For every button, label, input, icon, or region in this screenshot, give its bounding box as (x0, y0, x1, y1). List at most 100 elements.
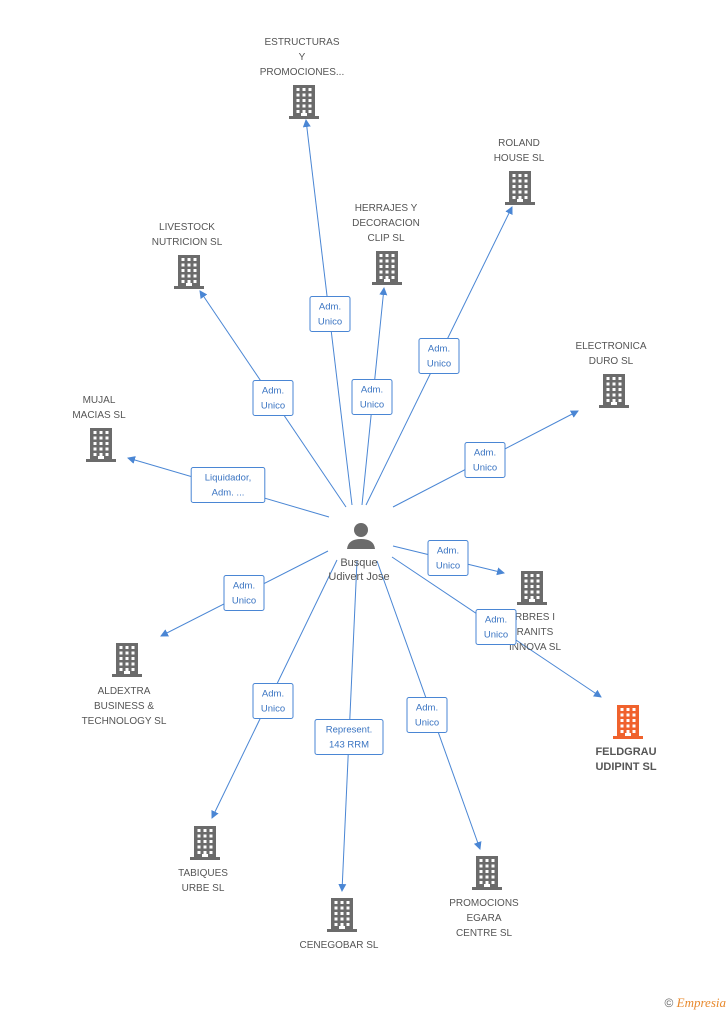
edge-label-text: Adm. (485, 615, 507, 626)
edge-label-text: Liquidador, (205, 473, 251, 484)
company-name: TECHNOLOGY SL (82, 716, 167, 727)
company-node-feldgrau[interactable]: FELDGRAU UDIPINT SL (595, 705, 657, 773)
edge-label-text: Adm. (474, 448, 496, 459)
edge-label-box (418, 338, 460, 374)
building-icon (327, 898, 357, 932)
company-name: LIVESTOCK (159, 222, 215, 233)
company-name: RBRES I (515, 612, 555, 623)
edge-label-box (314, 719, 384, 755)
company-name: PROMOCIONS (449, 898, 519, 909)
building-icon (372, 251, 402, 285)
company-name: CENTRE SL (456, 928, 513, 939)
edge-label-electronica[interactable]: Adm. Unico (464, 442, 506, 478)
edge-label-text: Adm. (233, 581, 255, 592)
copyright-symbol: © (664, 996, 674, 1010)
edge-label-marbres[interactable]: Adm. Unico (427, 540, 469, 576)
edge-label-text: Unico (427, 359, 451, 370)
edge-label-text: Unico (473, 463, 497, 474)
edge-label-box (252, 683, 294, 719)
person-icon (347, 523, 375, 549)
building-icon (86, 428, 116, 462)
edge-label-box (252, 380, 294, 416)
company-node-herrajes[interactable]: HERRAJES Y DECORACION CLIP SL (352, 203, 420, 285)
edge-label-aldextra[interactable]: Adm. Unico (223, 575, 265, 611)
building-icon (505, 171, 535, 205)
company-node-aldextra[interactable]: ALDEXTRA BUSINESS & TECHNOLOGY SL (82, 643, 167, 727)
company-name: ESTRUCTURAS (264, 37, 339, 48)
edge-label-estructuras[interactable]: Adm. Unico (309, 296, 351, 332)
edge-label-text: Unico (261, 704, 285, 715)
company-name: ELECTRONICA (575, 341, 646, 352)
building-icon (599, 374, 629, 408)
edge-label-text: Unico (318, 317, 342, 328)
edge-label-text: Unico (415, 718, 439, 729)
edge-label-text: Adm. (416, 703, 438, 714)
company-name: TABIQUES (178, 868, 228, 879)
edge-label-herrajes[interactable]: Adm.Unico (351, 379, 393, 415)
building-icon (289, 85, 319, 119)
company-name: BUSINESS & (94, 701, 154, 712)
edge-label-roland[interactable]: Adm. Unico (418, 338, 460, 374)
edge-label-text: Adm. (437, 546, 459, 557)
edge-label-feldgrau[interactable]: Adm. Unico (475, 609, 517, 645)
company-name: MACIAS SL (72, 410, 126, 421)
company-node-roland[interactable]: ROLAND HOUSE SL (494, 138, 545, 205)
company-name: FELDGRAU (595, 746, 656, 758)
company-node-electronica[interactable]: ELECTRONICA DURO SL (575, 341, 647, 408)
building-icon (174, 255, 204, 289)
company-name: ALDEXTRA (98, 686, 151, 697)
edge-label-livestock[interactable]: Adm. Unico (252, 380, 294, 416)
edge-label-text: Unico (261, 401, 285, 412)
person-name: Busque (340, 557, 377, 569)
company-name: RANITS (517, 627, 554, 638)
building-icon (112, 643, 142, 677)
building-icon (472, 856, 502, 890)
edge-label-box (190, 467, 266, 503)
edge-label-box (406, 697, 448, 733)
edge-label-text: Unico (436, 561, 460, 572)
edge-label-text: Adm. (262, 386, 284, 397)
edge-label-text: Adm. ... (212, 488, 245, 499)
edge-label-box (223, 575, 265, 611)
company-name: MUJAL (83, 395, 116, 406)
company-name: UDIPINT SL (595, 761, 656, 773)
company-name: HERRAJES Y (355, 203, 418, 214)
company-name: CENEGOBAR SL (300, 940, 379, 951)
company-name: DURO SL (589, 356, 634, 367)
company-node-livestock[interactable]: LIVESTOCK NUTRICION SL (152, 222, 223, 289)
edge-label-text: Adm. (428, 344, 450, 355)
building-icon (190, 826, 220, 860)
building-icon-highlighted (613, 705, 643, 739)
edge-label-promocions[interactable]: Adm. Unico (406, 697, 448, 733)
person-name: Udivert Jose (328, 571, 389, 583)
company-name: CLIP SL (367, 233, 404, 244)
edge-label-text: 143 RRM (329, 740, 369, 751)
edge-label-tabiques[interactable]: Adm. Unico (252, 683, 294, 719)
company-name: NUTRICION SL (152, 237, 223, 248)
company-name: HOUSE SL (494, 153, 545, 164)
edge-label-text: Adm. (262, 689, 284, 700)
edge-label-text: Represent. (326, 725, 372, 736)
company-node-mujal[interactable]: MUJAL MACIAS SL (72, 395, 126, 462)
company-node-marbres[interactable]: RBRES I RANITS INNOVA SL (509, 571, 561, 653)
edge-label-text: Unico (232, 596, 256, 607)
edge-label-mujal[interactable]: Liquidador, Adm. ... (190, 467, 266, 503)
edge-label-cenegobar[interactable]: Represent. 143 RRM (314, 719, 384, 755)
company-name: INNOVA SL (509, 642, 561, 653)
company-node-cenegobar[interactable]: CENEGOBAR SL (300, 898, 379, 951)
company-node-estructuras[interactable]: ESTRUCTURASYPROMOCIONES... (260, 37, 344, 119)
building-icon (517, 571, 547, 605)
company-name: DECORACION (352, 218, 420, 229)
company-name: PROMOCIONES... (260, 67, 344, 78)
edge-label-text: Unico (484, 630, 508, 641)
company-name: ROLAND (498, 138, 540, 149)
edge-label-box (351, 379, 393, 415)
edge-label-box (309, 296, 351, 332)
footer: © Empresia (664, 995, 726, 1011)
edge-label-text: Adm. (319, 302, 341, 313)
brand-logo[interactable]: Empresia (676, 995, 726, 1010)
